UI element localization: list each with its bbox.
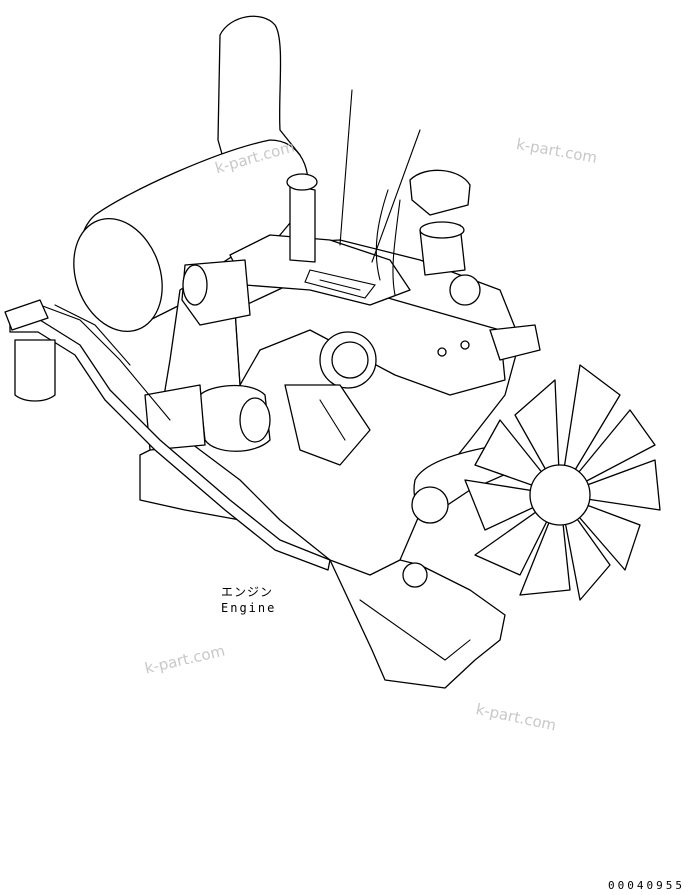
fuel-filter (14, 339, 56, 402)
breather-tube (289, 184, 316, 263)
bracket (489, 324, 541, 361)
muffler-end (73, 217, 163, 333)
drawing-code: 00040955 (608, 879, 685, 892)
leader-line-1 (339, 89, 353, 246)
fuel-pipe (9, 319, 331, 571)
leader-line-2 (371, 129, 421, 263)
engine-label-jp: エンジン (221, 585, 274, 599)
cooling-fan (464, 364, 661, 601)
engine-label-en: Engine (221, 601, 277, 615)
